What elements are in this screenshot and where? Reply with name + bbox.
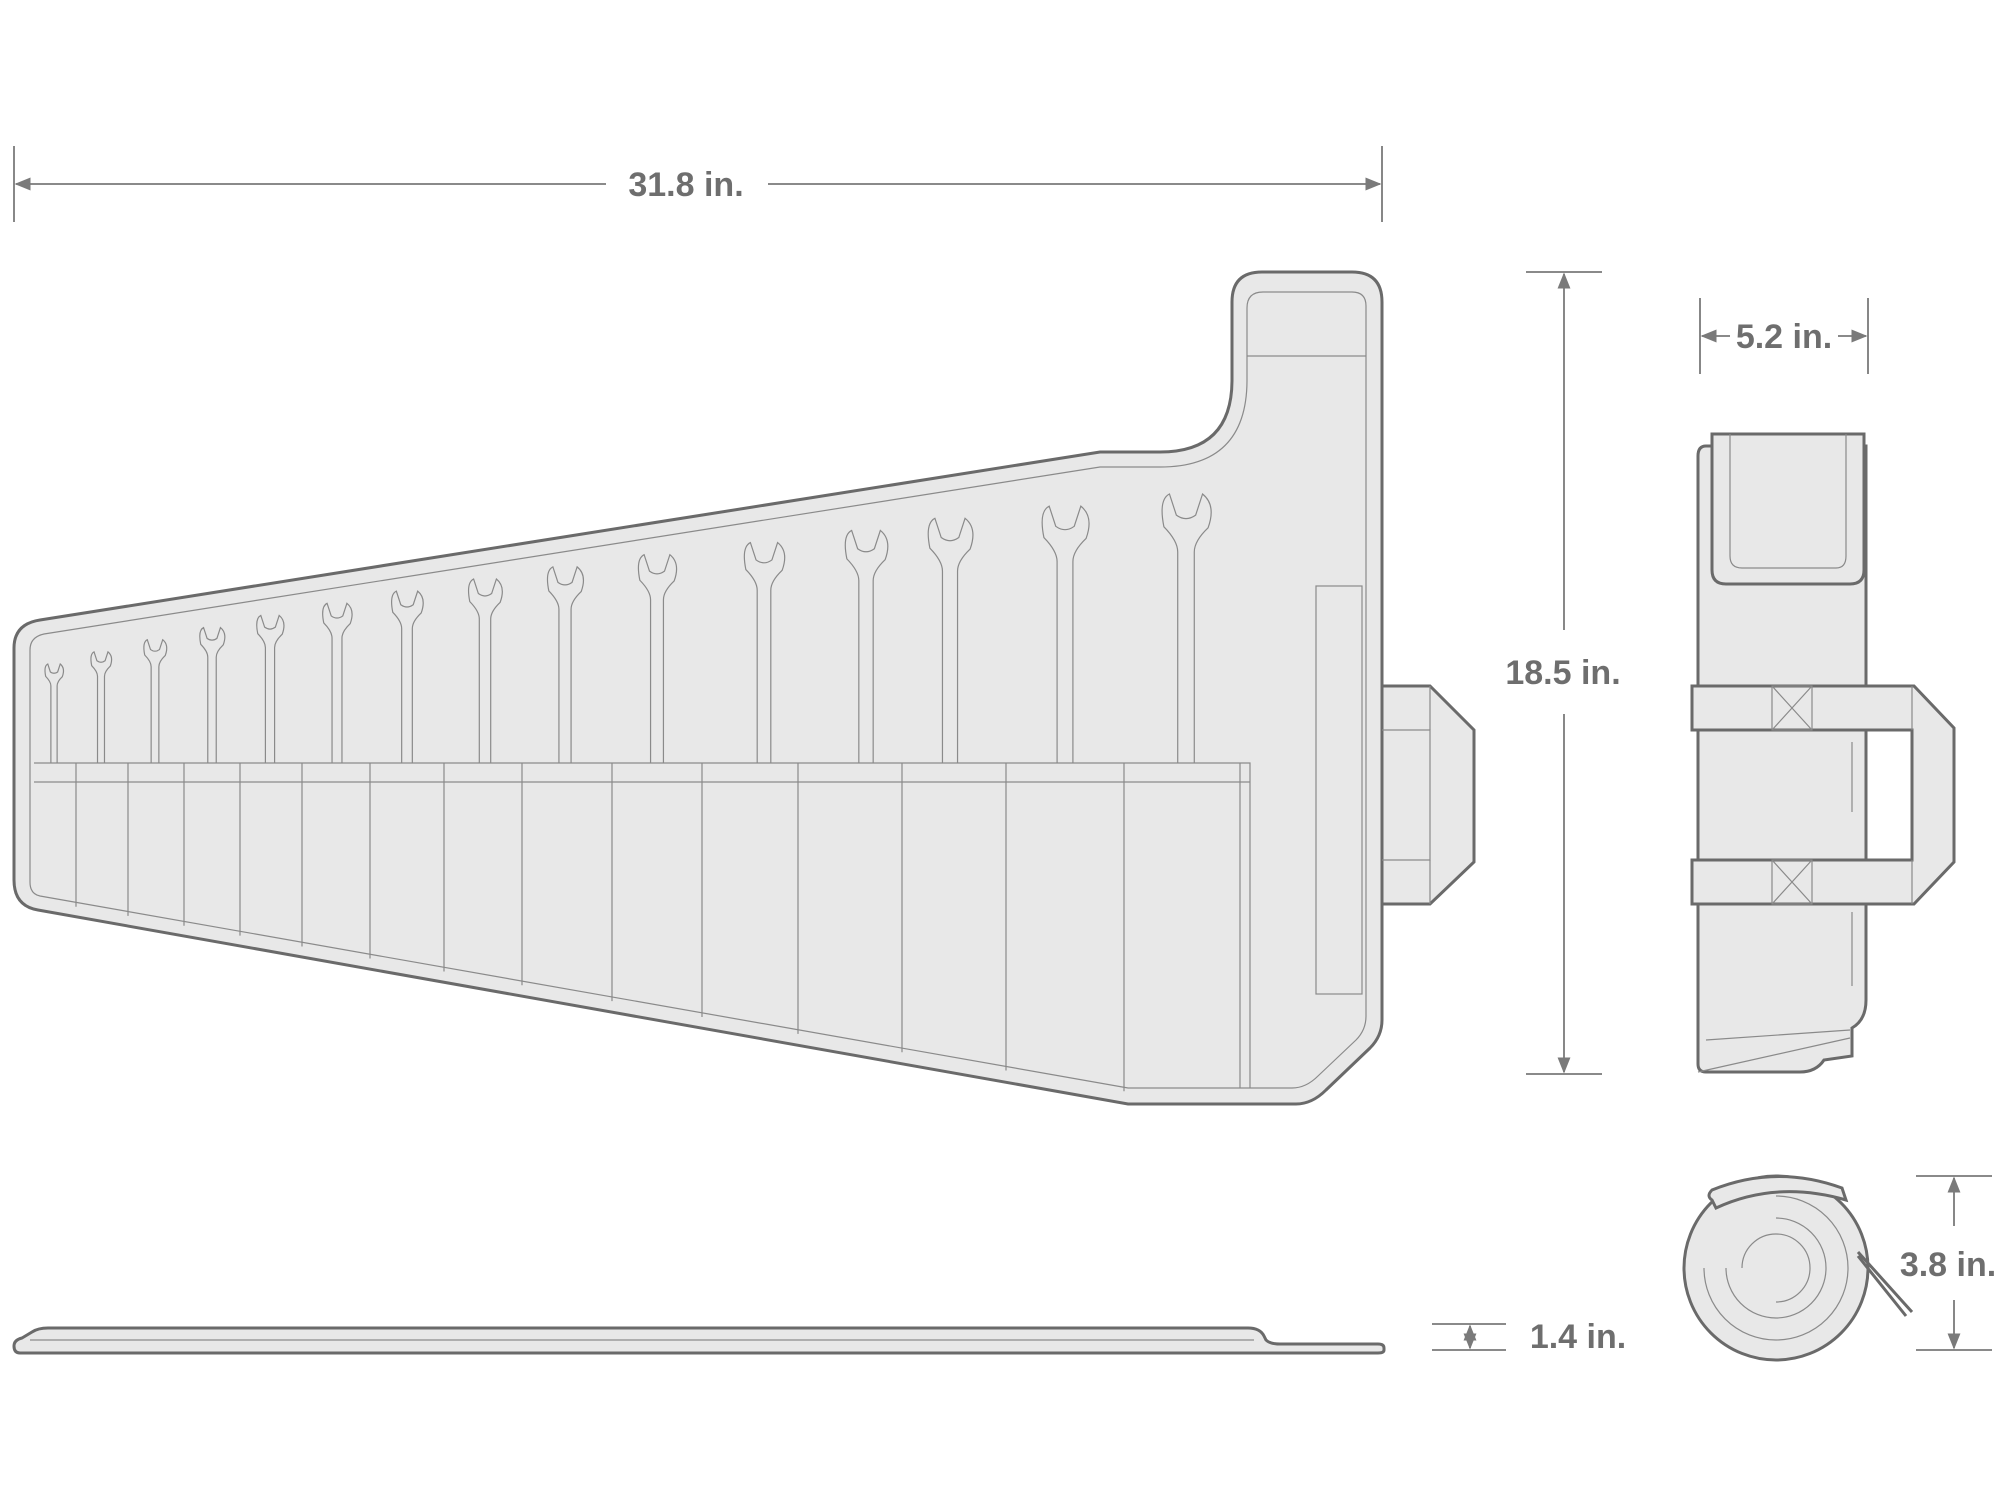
width-label: 5.2 in. (1736, 318, 1832, 356)
end-flap (1707, 1175, 1849, 1210)
side-top-flap (1710, 432, 1866, 586)
side-straps (1690, 684, 1956, 906)
wrench-1 (44, 662, 65, 763)
wrench-2 (90, 650, 113, 763)
wrench-7 (391, 590, 424, 763)
side-view (1690, 432, 1956, 1074)
wrench-13 (927, 517, 974, 763)
thickness-label: 1.4 in. (1530, 1318, 1626, 1356)
end-view (1682, 1174, 1914, 1362)
height-label: 18.5 in. (1505, 654, 1620, 692)
wrench-3 (143, 638, 168, 763)
pouch-body (12, 270, 1384, 1106)
side-body (1696, 444, 1868, 1074)
wrench-15 (1161, 492, 1212, 763)
pouch-inner-stitch (29, 291, 1367, 1089)
pocket-dividers (75, 763, 1125, 1092)
side-panel (1315, 585, 1363, 995)
wrench-12 (844, 529, 889, 763)
wrench-8 (467, 577, 503, 763)
profile-view (12, 1326, 1386, 1355)
wrench-9 (546, 565, 585, 763)
wrench-14 (1041, 505, 1090, 763)
wrench-10 (637, 553, 678, 763)
wrench-4 (199, 626, 226, 763)
wrench-5 (256, 614, 285, 763)
dimension-lines (13, 146, 1992, 1351)
wrench-11 (743, 541, 786, 763)
wrench-group (44, 492, 1212, 763)
front-view (12, 270, 1476, 1106)
front-handle (1380, 684, 1476, 906)
pocket-band (34, 762, 1251, 1088)
rolled-diameter-label: 3.8 in. (1900, 1246, 1996, 1284)
length-label: 31.8 in. (628, 166, 743, 204)
wrench-6 (322, 602, 353, 763)
